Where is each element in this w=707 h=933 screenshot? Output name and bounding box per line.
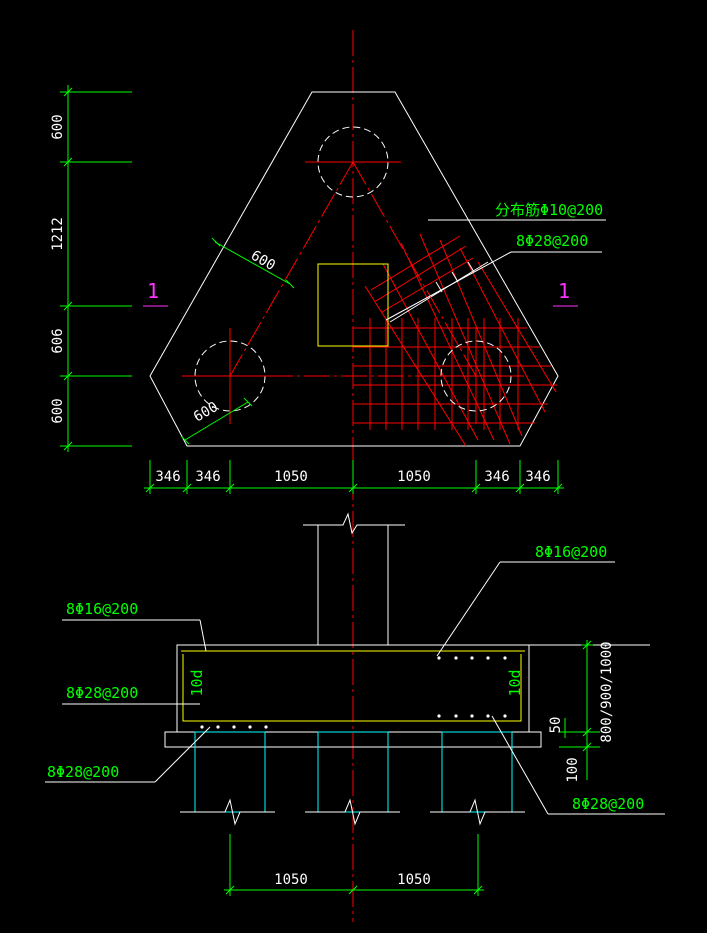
cushion-label: 100 [565, 757, 581, 782]
dim-bottom-3: 1050 [397, 469, 431, 485]
section-mark-right: 1 [558, 279, 570, 303]
dim-left-2: 606 [50, 328, 66, 353]
section-rebar [181, 650, 525, 722]
dim-left-1: 1212 [50, 217, 66, 251]
callout-tr-leader-1 [436, 561, 501, 657]
callout-tl-leader-2 [199, 619, 207, 652]
callout-main-text: 8Φ28@200 [516, 232, 588, 250]
pile-cap-outline [149, 91, 559, 447]
dim-bottom-2: 1050 [274, 469, 308, 485]
dim-bottom-5: 346 [525, 469, 550, 485]
column-section [303, 512, 405, 645]
callout-main-leader-1 [385, 251, 512, 321]
section-dim-bottom-1: 1050 [397, 872, 431, 888]
section-right-dims [559, 640, 600, 780]
plan-view: 600 600 600 1212 606 600 [50, 30, 606, 922]
callout-bl-text: 8Φ28@200 [47, 763, 119, 781]
callout-bl-leader-2 [154, 726, 211, 783]
pile-offset-dim-upper [211, 237, 295, 289]
dim-bottom-4: 346 [484, 469, 509, 485]
distribution-bar-ticks [389, 261, 489, 323]
rebar-mesh [353, 233, 557, 447]
callout-br-leader-1 [491, 715, 549, 815]
callout-br-text: 8Φ28@200 [572, 795, 644, 813]
cover-label: 50 [548, 717, 564, 734]
pile-section-mid [305, 731, 400, 826]
bottom-dimension-chain [144, 460, 564, 494]
callout-distribution-text: 分布筋Φ10@200 [495, 201, 603, 219]
left-dimension-chain [60, 85, 132, 452]
pile-right [428, 328, 524, 424]
pile-offset-label-upper: 600 [248, 248, 278, 275]
callout-tl-text: 8Φ16@200 [66, 600, 138, 618]
anchor-label-right: 10d [506, 669, 524, 696]
callout-ml-text: 8Φ28@200 [66, 684, 138, 702]
pile-offset-dim-lower [180, 397, 253, 445]
pile-section-right [430, 731, 525, 826]
section-dim-bottom-0: 1050 [274, 872, 308, 888]
pile-section-left [180, 731, 275, 826]
anchor-label-left: 10d [188, 669, 206, 696]
pile-left [182, 328, 278, 424]
section-mark-left: 1 [147, 279, 159, 303]
column-plan [317, 263, 389, 347]
section-view: 10d 10d 800/900/1000 50 100 [45, 512, 665, 896]
depth-label: 800/900/1000 [599, 641, 615, 742]
dim-left-3: 600 [50, 398, 66, 423]
section-bottom-dims [224, 834, 484, 896]
dim-bottom-1: 346 [195, 469, 220, 485]
dim-left-0: 600 [50, 114, 66, 139]
rebar-dots [200, 656, 507, 729]
dim-bottom-0: 346 [155, 469, 180, 485]
callout-tr-text: 8Φ16@200 [535, 543, 607, 561]
pile-top [305, 126, 401, 198]
